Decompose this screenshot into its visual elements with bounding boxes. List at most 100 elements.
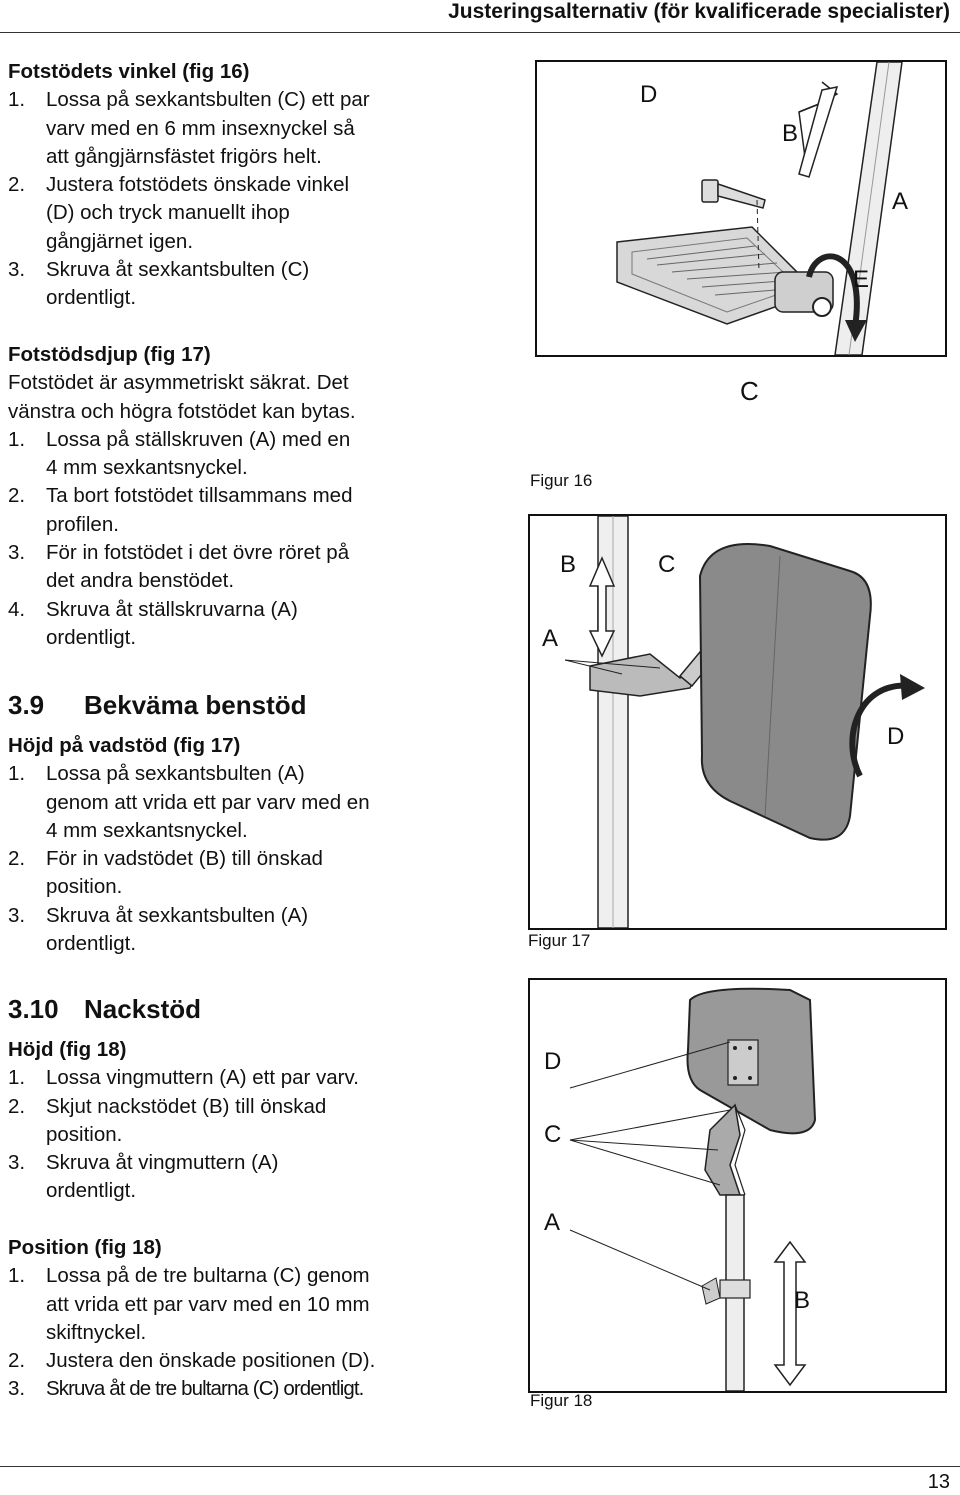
list-item: 2. Justera fotstödets önskade vinkel (D) … <box>8 171 508 256</box>
section-number: 3.10 <box>8 994 59 1024</box>
figure-label: B <box>782 120 798 147</box>
item-number: 2. <box>8 847 26 871</box>
item-text: position. <box>46 875 123 899</box>
intro-text: Fotstödet är asymmetriskt säkrat. Det <box>8 371 349 395</box>
section-heading: Fotstödsdjup (fig 17) <box>8 343 211 366</box>
item-text: genom att vrida ett par varv med en <box>46 790 370 814</box>
item-text: Lossa på sexkantsbulten (C) ett par <box>46 88 370 112</box>
figure-label: A <box>544 1209 560 1236</box>
figure-17-caption: Figur 17 <box>528 931 591 950</box>
item-number: 1. <box>8 1264 26 1288</box>
item-text: Lossa på sexkantsbulten (A) <box>46 762 305 786</box>
figure-16-label-c: C <box>740 376 759 406</box>
figure-label: C <box>544 1121 561 1148</box>
item-text: profilen. <box>46 512 119 536</box>
figure-16-caption: Figur 16 <box>530 471 593 490</box>
item-text: varv med en 6 mm insexnyckel så <box>46 116 355 140</box>
list-item: 3. För in fotstödet i det övre röret på d… <box>8 539 508 596</box>
item-number: 1. <box>8 427 26 451</box>
section-heading: Fotstödets vinkel (fig 16) <box>8 60 250 83</box>
list-item: 1. Lossa på ställskruven (A) med en 4 mm … <box>8 426 508 483</box>
figure-label: D <box>640 81 657 108</box>
item-text: 4 mm sexkantsnyckel. <box>46 456 248 480</box>
list-item: 1. Lossa på de tre bultarna (C) genom att… <box>8 1262 508 1347</box>
item-number: 4. <box>8 597 26 621</box>
item-text: det andra benstödet. <box>46 569 235 593</box>
item-text: Justera fotstödets önskade vinkel <box>46 173 350 197</box>
subsection-heading: Höjd på vadstöd (fig 17) <box>8 734 241 757</box>
item-number: 3. <box>8 1151 26 1175</box>
footrest-angle-section: Fotstödets vinkel (fig 16) 1.Lossa på se… <box>8 58 508 313</box>
item-text: position. <box>46 1122 123 1146</box>
figure-label: B <box>794 1287 810 1314</box>
headrest-position-section: Position (fig 18) 1. Lossa på de tre bult… <box>8 1234 508 1404</box>
figure-17-drawing: B C A D <box>542 516 925 928</box>
item-text: ordentligt. <box>46 932 137 956</box>
item-text: För in vadstödet (B) till önskad <box>46 847 323 871</box>
item-text: Lossa på ställskruven (A) med en <box>46 427 351 451</box>
list-item: 1. Lossa på sexkantsbulten (A) genom att … <box>8 760 508 845</box>
list-item: 1.Lossa på sexkantsbulten (C) ett par va… <box>8 86 508 171</box>
item-text: att vrida ett par varv med en 10 mm <box>46 1292 370 1316</box>
item-text: ordentligt. <box>46 1179 137 1203</box>
figure-label: A <box>542 625 558 652</box>
item-number: 2. <box>8 484 26 508</box>
section-title-3-10: 3.10 Nackstöd <box>8 994 201 1025</box>
page-number: 13 <box>927 1471 950 1493</box>
item-text: Lossa på de tre bultarna (C) genom <box>46 1264 370 1288</box>
item-text: Ta bort fotstödet tillsammans med <box>46 484 353 508</box>
header-rule <box>0 32 960 33</box>
subsection-heading: Position (fig 18) <box>8 1236 162 1259</box>
figure-label: C <box>658 551 675 578</box>
section-title-3-9: 3.9 Bekväma benstöd <box>8 690 307 721</box>
item-number: 2. <box>8 1094 26 1118</box>
item-text: För in fotstödet i det övre röret på <box>46 541 350 565</box>
figure-label: E <box>853 266 869 293</box>
item-text: Justera den önskade positionen (D). <box>46 1349 376 1373</box>
figure-16-frame: D B A E <box>535 60 947 357</box>
item-text: att gångjärnsfästet frigörs helt. <box>46 144 322 168</box>
figure-16-drawing: D B A E <box>616 62 908 355</box>
subsection-heading: Höjd (fig 18) <box>8 1038 127 1061</box>
section-number: 3.9 <box>8 690 45 720</box>
list-item: 2. Ta bort fotstödet tillsammans med prof… <box>8 482 508 539</box>
item-number: 3. <box>8 1377 26 1401</box>
list-item: 3. Skruva åt vingmuttern (A) ordentligt. <box>8 1149 508 1206</box>
item-text: Skjut nackstödet (B) till önskad <box>46 1094 327 1118</box>
item-text: ordentligt. <box>46 286 137 310</box>
footer-rule <box>0 1466 960 1467</box>
figure-18-caption: Figur 18 <box>530 1391 593 1410</box>
item-number: 2. <box>8 173 26 197</box>
calf-rest-height-section: Höjd på vadstöd (fig 17) 1. Lossa på sexk… <box>8 732 508 958</box>
item-text: 4 mm sexkantsnyckel. <box>46 818 248 842</box>
item-text: Skruva åt ställskruvarna (A) <box>46 597 298 621</box>
list-item: 3.Skruva åt de tre bultarna (C) ordentli… <box>8 1375 508 1403</box>
item-number: 1. <box>8 762 26 786</box>
item-number: 3. <box>8 541 26 565</box>
item-text: Skruva åt vingmuttern (A) <box>46 1151 279 1175</box>
section-title: Nackstöd <box>84 994 202 1024</box>
figure-label: D <box>887 723 904 750</box>
list-item: 1. Lossa vingmuttern (A) ett par varv. <box>8 1064 508 1092</box>
item-number: 1. <box>8 1066 26 1090</box>
list-item: 3.Skruva åt sexkantsbulten (C) ordentlig… <box>8 256 508 313</box>
item-text: ordentligt. <box>46 625 137 649</box>
item-text: Skruva åt sexkantsbulten (A) <box>46 903 309 927</box>
figure-label: A <box>892 188 908 215</box>
footrest-depth-section: Fotstödsdjup (fig 17) Fotstödet är asymm… <box>8 341 508 652</box>
item-number: 2. <box>8 1349 26 1373</box>
item-text: Skruva åt sexkantsbulten (C) <box>46 258 310 282</box>
section-title: Bekväma benstöd <box>84 690 307 720</box>
list-item: 2. Skjut nackstödet (B) till önskad posit… <box>8 1093 508 1150</box>
figure-label: D <box>544 1048 561 1075</box>
list-item: 2. Justera den önskade positionen (D). <box>8 1347 508 1375</box>
item-text: skiftnyckel. <box>46 1320 147 1344</box>
list-item: 3. Skruva åt sexkantsbulten (A) ordentlig… <box>8 902 508 959</box>
figure-17-frame: B C A D <box>528 514 947 930</box>
list-item: 2. För in vadstödet (B) till önskad posit… <box>8 845 508 902</box>
item-text: Lossa vingmuttern (A) ett par varv. <box>46 1066 359 1090</box>
item-text: (D) och tryck manuellt ihop <box>46 201 290 225</box>
item-number: 3. <box>8 903 26 927</box>
list-item: 4. Skruva åt ställskruvarna (A) ordentlig… <box>8 596 508 653</box>
figure-label: B <box>560 551 576 578</box>
